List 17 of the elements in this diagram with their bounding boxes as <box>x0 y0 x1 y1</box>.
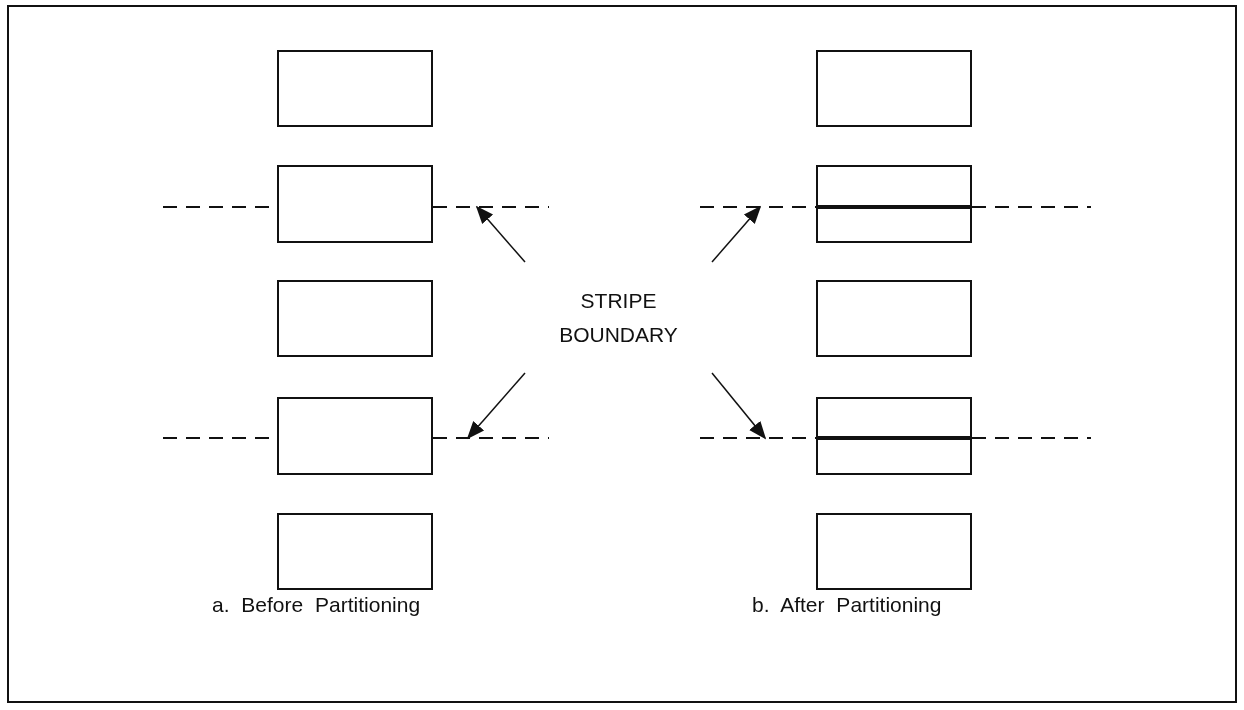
leader-arrow <box>711 372 767 440</box>
leader-arrow <box>475 205 526 263</box>
block-rectangle <box>816 165 972 243</box>
block-rectangle <box>816 513 972 590</box>
panel-caption: b. After Partitioning <box>752 592 942 618</box>
block-rectangle <box>277 397 433 475</box>
block-rectangle <box>277 513 433 590</box>
panel-caption: a. Before Partitioning <box>212 592 421 618</box>
block-rectangle <box>816 397 972 475</box>
leader-arrow <box>466 372 526 440</box>
block-rectangle <box>816 50 972 127</box>
block-rectangle <box>816 280 972 357</box>
block-rectangle <box>277 50 433 127</box>
callout-label: STRIPE BOUNDARY <box>558 287 679 348</box>
block-rectangle <box>277 280 433 357</box>
leader-arrow <box>711 205 762 263</box>
block-rectangle <box>277 165 433 243</box>
